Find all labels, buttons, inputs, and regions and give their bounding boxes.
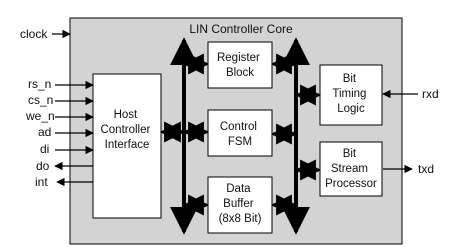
host-controller-interface-block xyxy=(92,73,162,219)
cs-n-label: cs_n xyxy=(28,93,53,107)
rs-n-label: rs_n xyxy=(28,77,51,91)
do-label: do xyxy=(36,159,50,173)
data-buffer-text: Data Buffer (8x8 Bit) xyxy=(219,183,262,225)
core-title: LIN Controller Core xyxy=(189,22,293,36)
ad-label: ad xyxy=(38,125,51,139)
txd-label: txd xyxy=(418,162,434,176)
bit-stream-processor-text: Bit Stream Processor xyxy=(325,148,377,190)
register-block-text: Register Block xyxy=(217,52,263,79)
control-fsm-text: Control FSM xyxy=(220,121,260,148)
int-label: int xyxy=(35,175,48,189)
clock-label: clock xyxy=(20,27,48,41)
control-fsm-block xyxy=(207,109,273,157)
we-n-label: we_n xyxy=(25,109,55,123)
rxd-label: rxd xyxy=(422,87,439,101)
host-controller-interface-text: Host Controller Interface xyxy=(100,109,153,151)
bit-timing-logic-text: Bit Timing Logic xyxy=(332,73,369,115)
register-block xyxy=(207,41,273,89)
di-label: di xyxy=(40,142,49,156)
bit-timing-logic-block xyxy=(319,64,383,126)
bit-stream-processor-block xyxy=(319,141,383,197)
